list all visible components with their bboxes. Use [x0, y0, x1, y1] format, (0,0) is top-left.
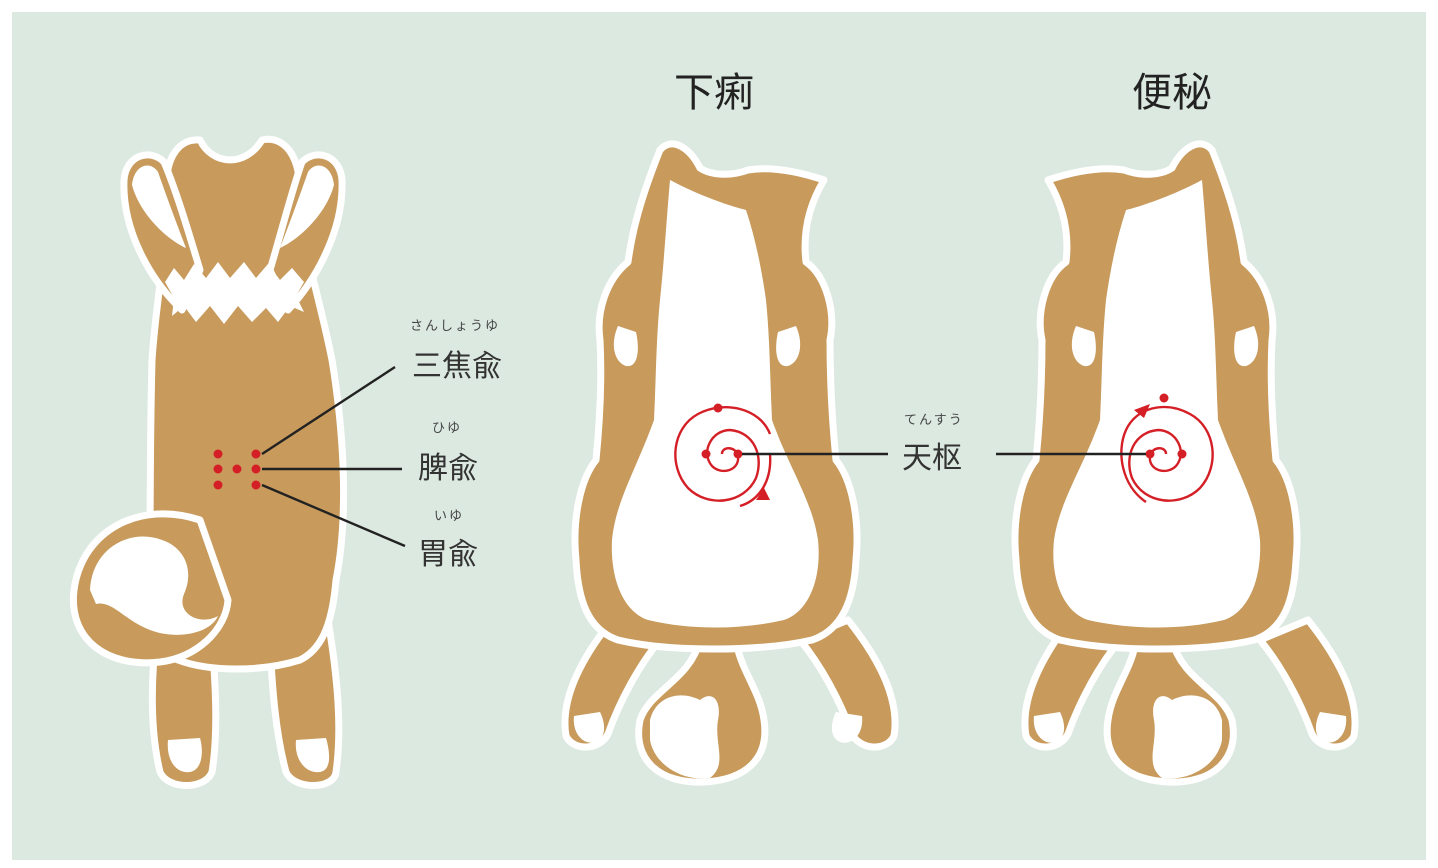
tensu-ruby: てんすう	[904, 413, 964, 428]
acupoint-dot	[252, 465, 261, 474]
acupoint-dot	[233, 465, 242, 474]
acupoint-ruby-hiyu: ひゆ	[432, 421, 462, 436]
acupoint-label-hiyu: 脾兪	[418, 451, 478, 486]
acupoint-ruby-sanshoyu: さんしょうゆ	[410, 319, 500, 334]
acupoint-label-sanshoyu: 三焦兪	[412, 349, 502, 384]
constipation-start-dot	[1160, 394, 1169, 403]
tensu-dot-right	[734, 450, 743, 459]
acupoint-label-iyu: 胃兪	[418, 537, 478, 572]
acupressure-diagram: さんしょうゆ 三焦兪 ひゆ 脾兪 いゆ 胃兪 下痢	[12, 12, 1426, 860]
acupoint-dot	[214, 481, 223, 490]
tensu-dot-right	[1178, 450, 1187, 459]
acupoint-dot	[214, 450, 223, 459]
diarrhea-start-dot	[714, 404, 723, 413]
illustration-panel: さんしょうゆ 三焦兪 ひゆ 脾兪 いゆ 胃兪 下痢	[12, 12, 1426, 860]
diarrhea-title: 下痢	[674, 70, 754, 116]
tensu-dot-left	[702, 450, 711, 459]
constipation-title: 便秘	[1132, 70, 1212, 116]
acupoint-dot	[214, 465, 223, 474]
tensu-label: 天枢	[902, 441, 962, 476]
acupoint-ruby-iyu: いゆ	[434, 509, 464, 524]
tensu-dot-left	[1146, 450, 1155, 459]
acupoint-dot	[252, 450, 261, 459]
acupoint-dot	[252, 481, 261, 490]
